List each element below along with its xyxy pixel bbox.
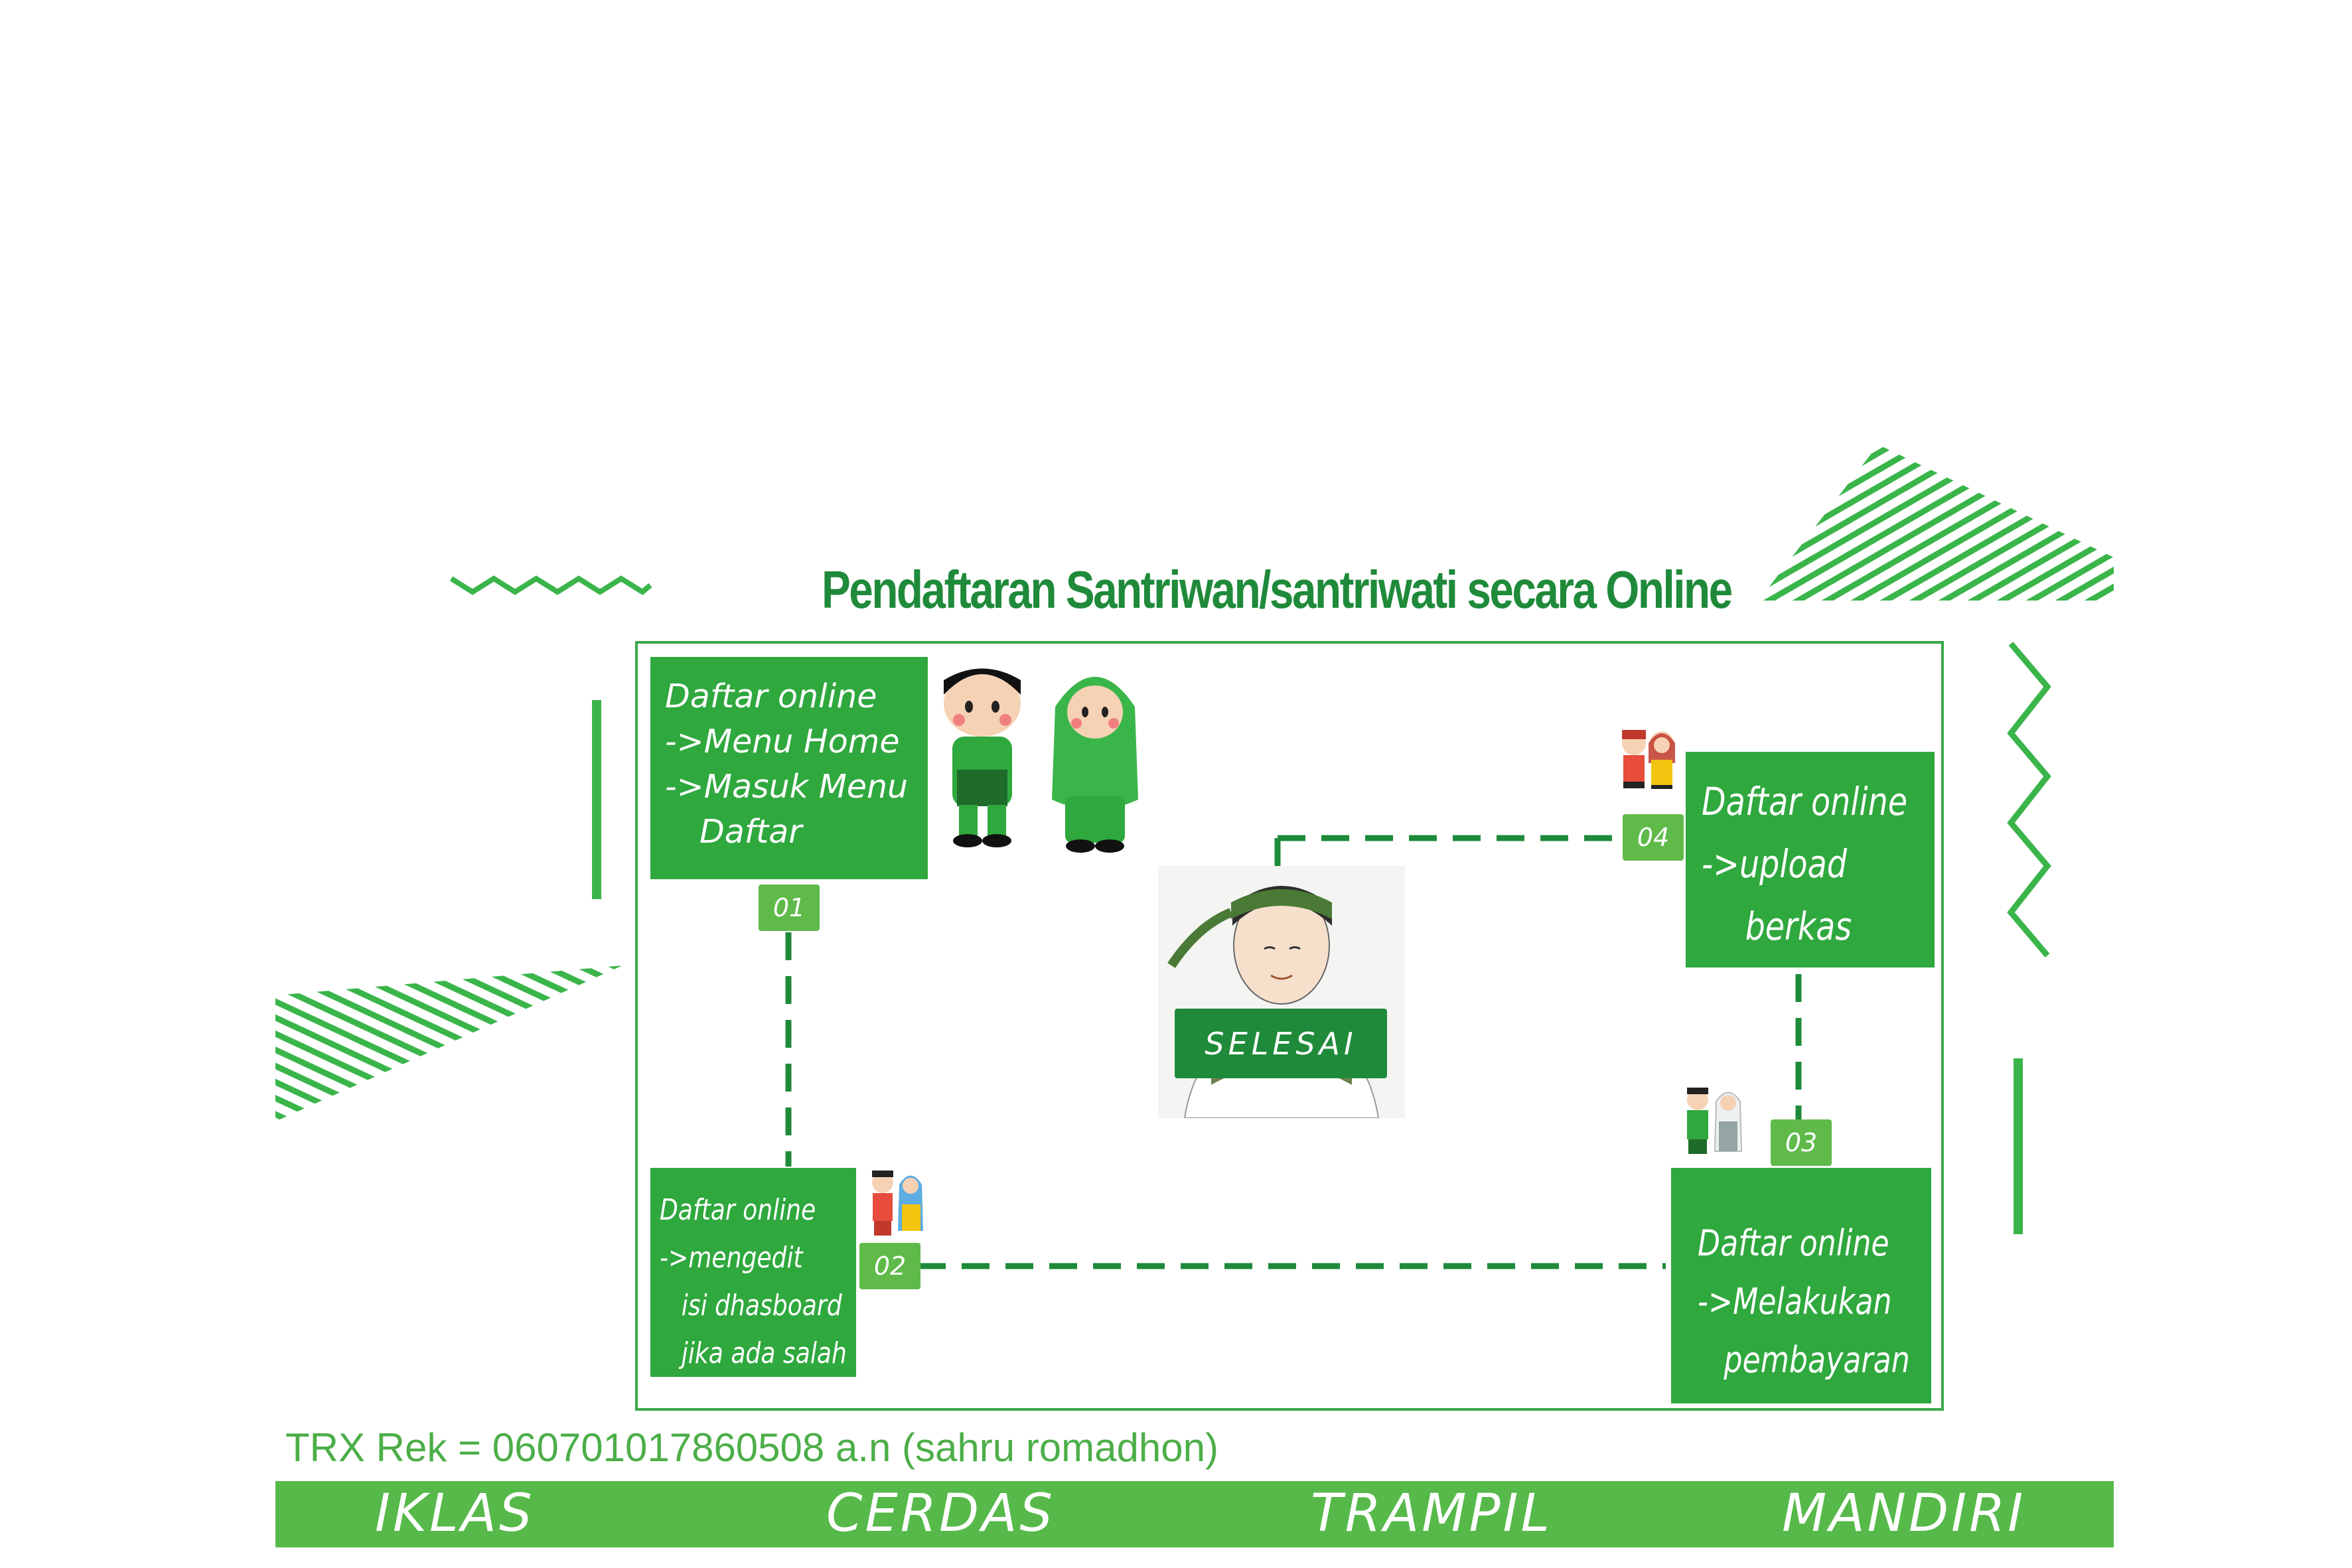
step-01-box: Daftar online ->Menu Home ->Masuk Menu D… bbox=[650, 657, 928, 879]
values-banner bbox=[275, 1481, 2114, 1547]
zigzag-right bbox=[2007, 642, 2051, 958]
couple-cartoon-icon bbox=[944, 668, 1138, 853]
student-pair-icon-04 bbox=[1622, 730, 1675, 789]
step-02-line-3: isi dhasboard bbox=[681, 1289, 842, 1322]
flow-connectors bbox=[785, 835, 1802, 1269]
step-01-line-4: Daftar bbox=[699, 813, 802, 851]
striped-triangle-top-right bbox=[1759, 445, 2114, 601]
step-03-line-2: ->Melakukan bbox=[1698, 1281, 1892, 1322]
step-03-box: Daftar online ->Melakukan pembayaran bbox=[1671, 1168, 1931, 1403]
zigzag-top-left bbox=[449, 575, 652, 595]
step-02-line-2: ->mengedit bbox=[660, 1241, 803, 1275]
step-02-box: Daftar online ->mengedit isi dhasboard j… bbox=[650, 1168, 856, 1377]
step-01-line-2: ->Menu Home bbox=[665, 723, 900, 760]
page-title: Pendaftaran Santriwan/santriwati secara … bbox=[822, 560, 1733, 619]
step-02-number: 02 bbox=[859, 1243, 920, 1289]
step-04-line-3: berkas bbox=[1745, 904, 1852, 949]
step-03-number: 03 bbox=[1771, 1119, 1832, 1166]
step-01-line-1: Daftar online bbox=[665, 677, 877, 715]
right-vertical-bar bbox=[2014, 1058, 2023, 1234]
finish-label: SELESAI bbox=[1175, 1009, 1387, 1078]
student-pair-icon-02 bbox=[872, 1171, 923, 1236]
value-cerdas: CERDAS bbox=[826, 1484, 1055, 1543]
step-01-line-3: ->Masuk Menu bbox=[665, 768, 909, 806]
graduate-cartoon-icon bbox=[1167, 886, 1380, 1118]
student-pair-icon-03 bbox=[1687, 1088, 1743, 1154]
step-04-box: Daftar online ->upload berkas bbox=[1686, 752, 1935, 967]
value-mandiri: MANDIRI bbox=[1782, 1484, 2026, 1543]
value-trampil: TRAMPIL bbox=[1311, 1484, 1552, 1543]
step-04-number: 04 bbox=[1623, 814, 1684, 861]
step-03-line-3: pembayaran bbox=[1724, 1339, 1910, 1381]
process-frame bbox=[635, 641, 1944, 1411]
value-iklas: IKLAS bbox=[375, 1484, 535, 1543]
step-02-line-4: jika ada salah bbox=[681, 1336, 847, 1370]
step-03-line-1: Daftar online bbox=[1698, 1222, 1889, 1264]
step-04-line-2: ->upload bbox=[1702, 841, 1847, 887]
left-vertical-bar bbox=[592, 700, 601, 899]
step-01-number: 01 bbox=[759, 885, 820, 931]
step-02-line-1: Daftar online bbox=[660, 1193, 816, 1227]
step-04-line-1: Daftar online bbox=[1702, 779, 1908, 824]
striped-triangle-left bbox=[275, 965, 623, 1121]
bank-account-info: TRX Rek = 060701017860508 a.n (sahru rom… bbox=[285, 1425, 1218, 1470]
finish-card: SELESAI bbox=[1158, 866, 1405, 1118]
